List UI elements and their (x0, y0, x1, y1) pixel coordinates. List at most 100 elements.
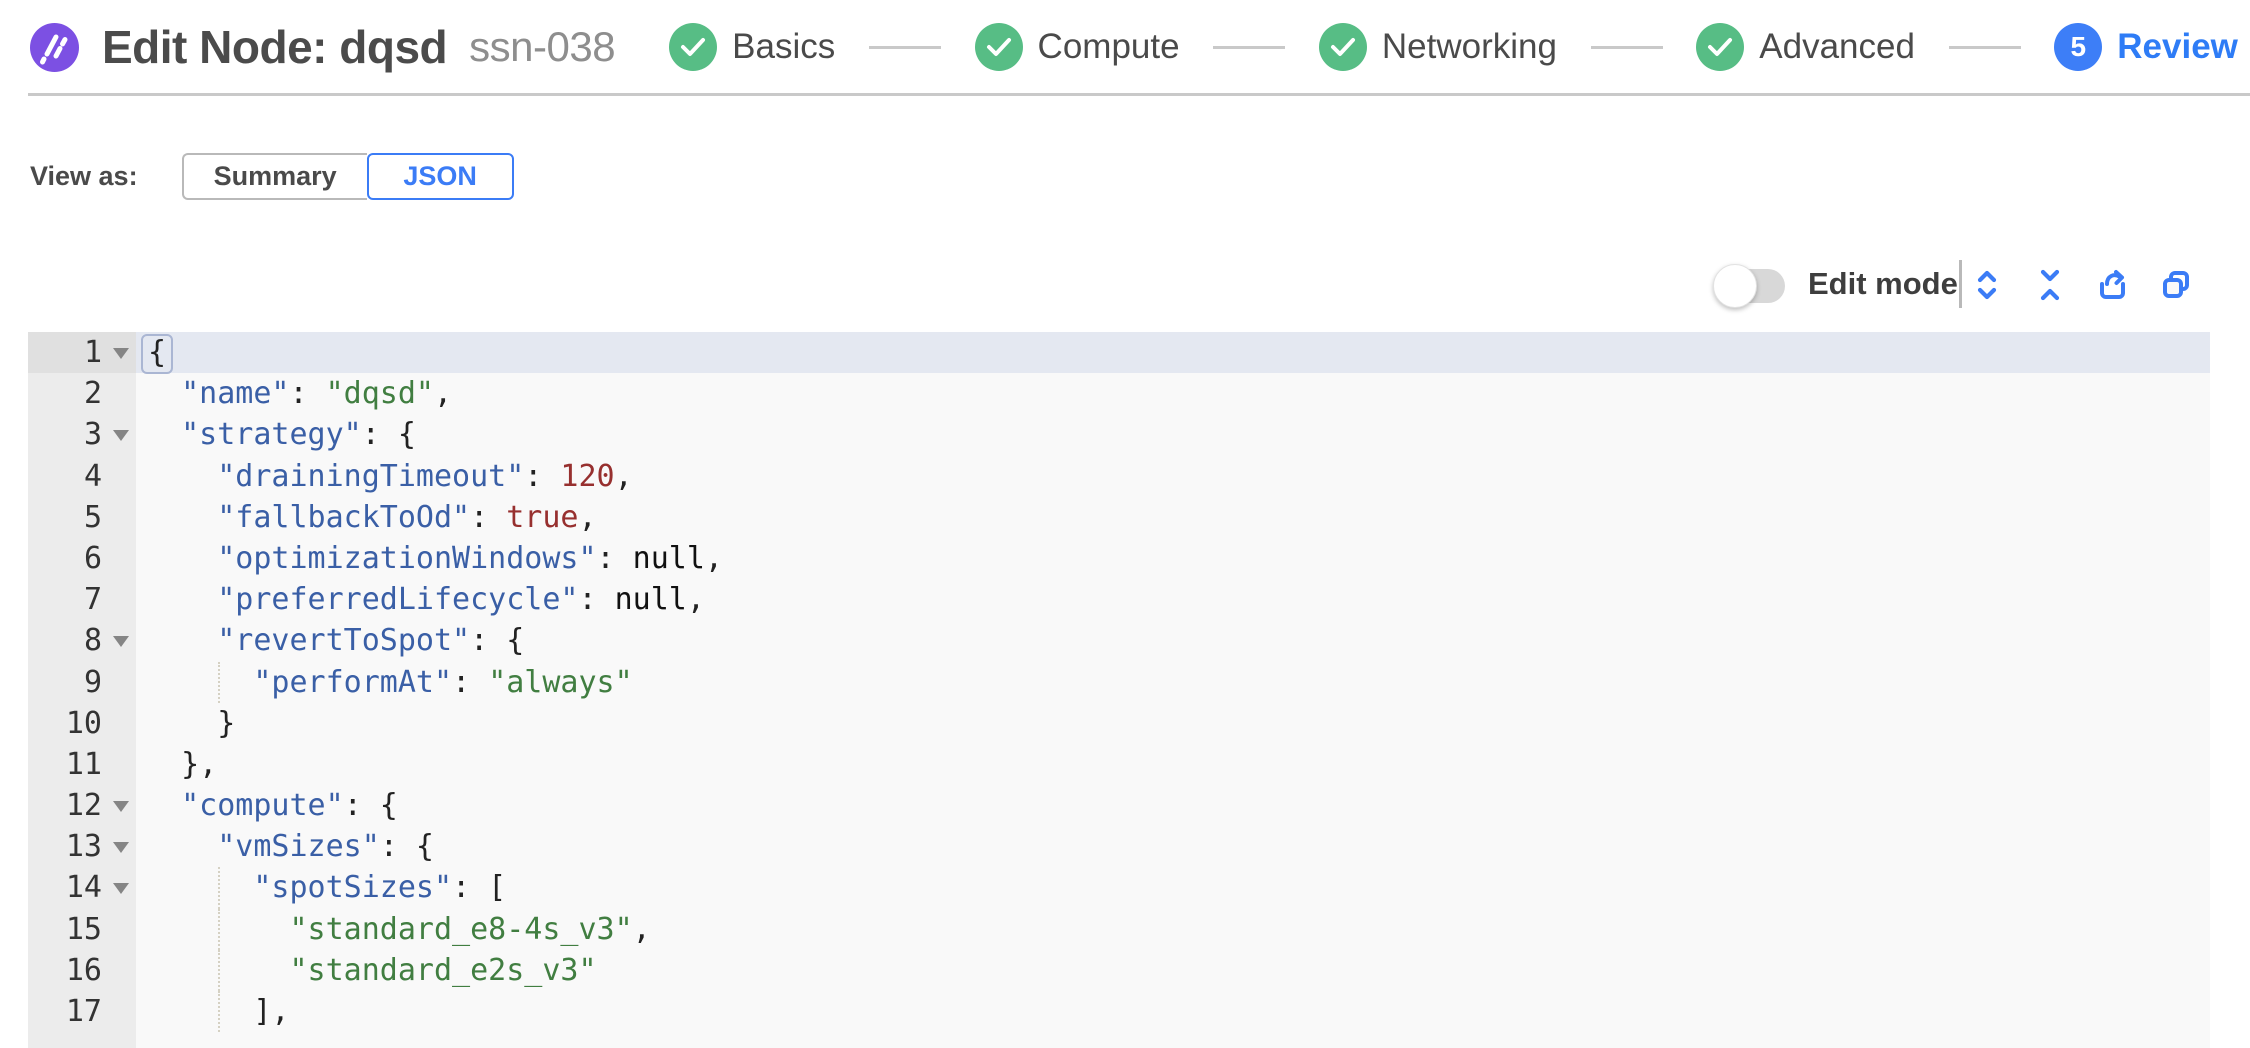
export-icon[interactable] (2096, 268, 2130, 302)
code-token: "drainingTimeout" (217, 458, 525, 494)
toolbar-divider (1959, 260, 1962, 308)
code-token: : [ (452, 870, 507, 906)
code-token: 120 (560, 458, 615, 494)
fold-toggle-icon[interactable] (113, 842, 129, 854)
line-number: 10 (65, 705, 102, 741)
wizard-header: Edit Node: dqsd ssn-038 Basics Compute Net… (0, 0, 2250, 96)
code-token: "spotSizes" (253, 870, 453, 906)
line-number: 4 (83, 458, 102, 494)
line-number: 13 (65, 829, 102, 865)
code-line[interactable]: "drainingTimeout": 120, (136, 456, 2210, 497)
step-label: Review (2117, 27, 2238, 66)
code-token: "compute" (181, 788, 344, 824)
code-token: "fallbackToOd" (217, 499, 471, 535)
line-number: 5 (83, 499, 102, 535)
step-advanced[interactable]: Advanced (1696, 23, 1915, 71)
step-connector (1948, 45, 2021, 49)
code-token: : { (343, 788, 398, 824)
gutter-cell: 9 (28, 662, 136, 703)
edit-mode-toggle[interactable] (1713, 264, 1785, 308)
step-label: Basics (732, 27, 836, 66)
editor-code[interactable]: { "name": "dqsd", "strategy": { "drainin… (136, 332, 2210, 1048)
gutter-cell: 12 (28, 785, 136, 826)
line-number: 3 (83, 417, 102, 453)
code-token: , (632, 911, 651, 947)
gutter-cell: 11 (28, 744, 136, 785)
code-token: , (578, 499, 597, 535)
code-token: "performAt" (253, 664, 453, 700)
fold-toggle-icon[interactable] (113, 636, 129, 648)
code-line[interactable]: "compute": { (136, 785, 2210, 826)
code-token: : (578, 582, 615, 618)
editor-toolbar: Edit mode (0, 258, 2250, 314)
code-line[interactable]: ], (136, 991, 2210, 1033)
step-check-icon (1696, 23, 1745, 71)
step-basics[interactable]: Basics (669, 23, 835, 71)
edit-mode-toggle-knob[interactable] (1713, 264, 1757, 308)
step-label: Networking (1381, 27, 1557, 66)
step-compute[interactable]: Compute (974, 23, 1180, 71)
code-line[interactable]: { (136, 332, 2210, 374)
code-line[interactable]: "standard_e8-4s_v3", (136, 908, 2210, 951)
step-review[interactable]: 5 Review (2054, 23, 2238, 71)
code-line[interactable]: "standard_e2s_v3" (136, 949, 2210, 992)
code-token (145, 706, 217, 741)
step-check-icon (974, 23, 1023, 71)
line-number: 7 (83, 582, 102, 618)
gutter-cell: 1 (28, 332, 136, 374)
step-check-icon (669, 23, 718, 71)
code-line[interactable]: "preferredLifecycle": null, (136, 579, 2210, 620)
code-token: "preferredLifecycle" (217, 582, 579, 618)
code-line[interactable]: "vmSizes": { (136, 826, 2210, 867)
gutter-cell: 16 (28, 950, 136, 991)
code-token (145, 953, 290, 988)
step-label: Advanced (1759, 27, 1915, 66)
node-id-clip: ssn-038 (469, 23, 619, 71)
edit-mode-label: Edit mode (1808, 266, 1958, 301)
collapse-rows-icon[interactable] (2033, 268, 2067, 302)
code-token (145, 500, 217, 535)
code-token: : (524, 458, 561, 494)
step-networking[interactable]: Networking (1318, 23, 1557, 71)
code-token: : { (379, 829, 434, 865)
node-id-subtitle: ssn-038 (469, 23, 616, 70)
code-token: , (434, 376, 453, 412)
fold-toggle-icon[interactable] (113, 801, 129, 813)
fold-toggle-icon[interactable] (113, 430, 129, 442)
code-token (145, 459, 217, 494)
gutter-cell: 2 (28, 373, 136, 414)
code-token: "standard_e2s_v3" (289, 952, 597, 988)
code-line[interactable]: }, (136, 744, 2210, 785)
fold-toggle-icon[interactable] (113, 348, 129, 359)
gutter-cell: 14 (28, 867, 136, 908)
code-line[interactable]: "fallbackToOd": true, (136, 497, 2210, 538)
code-line[interactable]: "optimizationWindows": null, (136, 538, 2210, 579)
code-line[interactable]: "spotSizes": [ (136, 867, 2210, 909)
step-connector (868, 45, 941, 49)
step-number-badge: 5 (2054, 23, 2103, 71)
expand-rows-icon[interactable] (1970, 268, 2004, 302)
line-number: 6 (83, 540, 102, 576)
code-line[interactable]: "strategy": { (136, 414, 2210, 455)
code-token: : (596, 540, 633, 576)
code-line[interactable]: "performAt": "always" (136, 661, 2210, 703)
page-title: Edit Node: dqsd (102, 21, 448, 73)
code-line[interactable]: "revertToSpot": { (136, 620, 2210, 661)
view-as-json-button[interactable]: JSON (366, 153, 514, 200)
code-token (145, 994, 253, 1029)
gutter-cell: 15 (28, 909, 136, 950)
gutter-cell: 10 (28, 703, 136, 744)
code-token: : { (470, 623, 525, 659)
gutter-cell: 17 (28, 991, 136, 1032)
step-connector (1590, 45, 1663, 49)
view-as-summary-button[interactable]: Summary (181, 153, 367, 200)
code-token (145, 747, 181, 782)
fold-toggle-icon[interactable] (113, 883, 129, 895)
code-token (145, 582, 217, 617)
copy-icon[interactable] (2159, 268, 2193, 302)
code-line[interactable]: "name": "dqsd", (136, 373, 2210, 414)
code-line[interactable]: } (136, 703, 2210, 744)
